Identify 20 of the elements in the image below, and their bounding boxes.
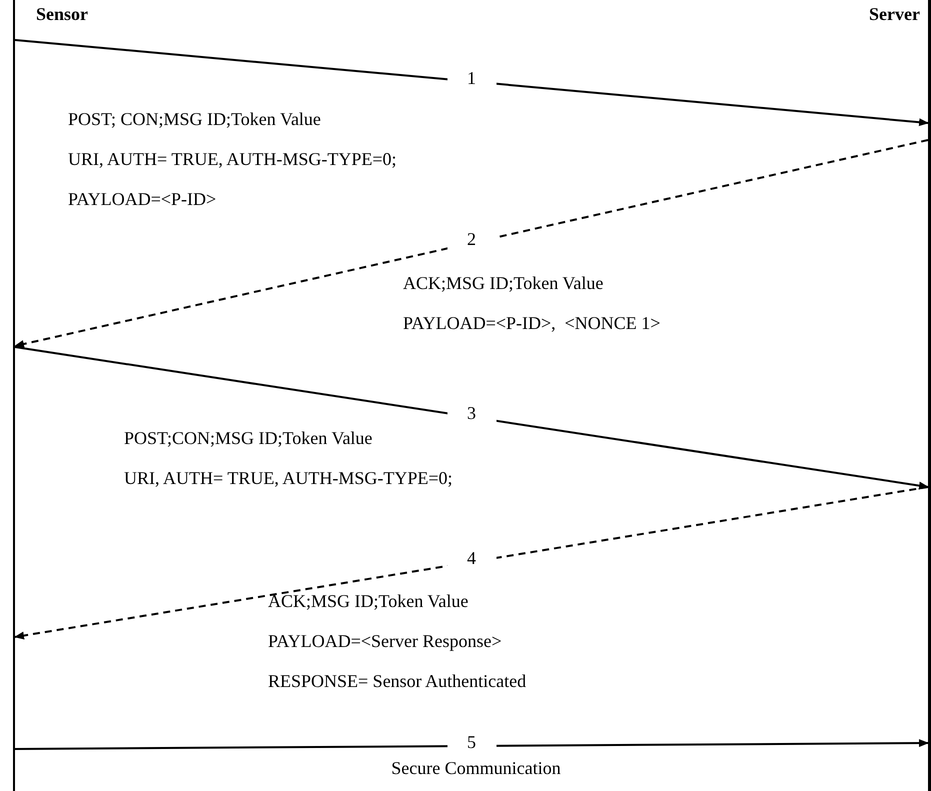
message-text: URI, AUTH= TRUE, AUTH-MSG-TYPE=0;: [124, 467, 452, 490]
lifeline: [928, 0, 931, 791]
message-text: Secure Communication: [391, 757, 561, 780]
message-text: POST;CON;MSG ID;Token Value: [124, 427, 372, 450]
message-arrow: [14, 486, 928, 640]
message-text: RESPONSE= Sensor Authenticated: [268, 670, 526, 693]
message-arrow: [14, 346, 929, 490]
message-text: PAYLOAD=<P-ID>: [68, 188, 216, 211]
message-text: PAYLOAD=<P-ID>, <NONCE 1>: [403, 312, 660, 335]
message-text: PAYLOAD=<Server Response>: [268, 630, 502, 653]
message-text: ACK;MSG ID;Token Value: [268, 590, 468, 613]
message-arrow: [14, 39, 929, 126]
message-arrow: [15, 739, 929, 750]
participant-label: Sensor: [36, 2, 126, 26]
message-text: POST; CON;MSG ID;Token Value: [68, 108, 321, 131]
message-arrow: [14, 139, 928, 348]
message-text: URI, AUTH= TRUE, AUTH-MSG-TYPE=0;: [68, 148, 396, 171]
lifeline: [13, 0, 15, 791]
participant-label: Server: [800, 2, 920, 26]
message-text: ACK;MSG ID;Token Value: [403, 272, 604, 295]
